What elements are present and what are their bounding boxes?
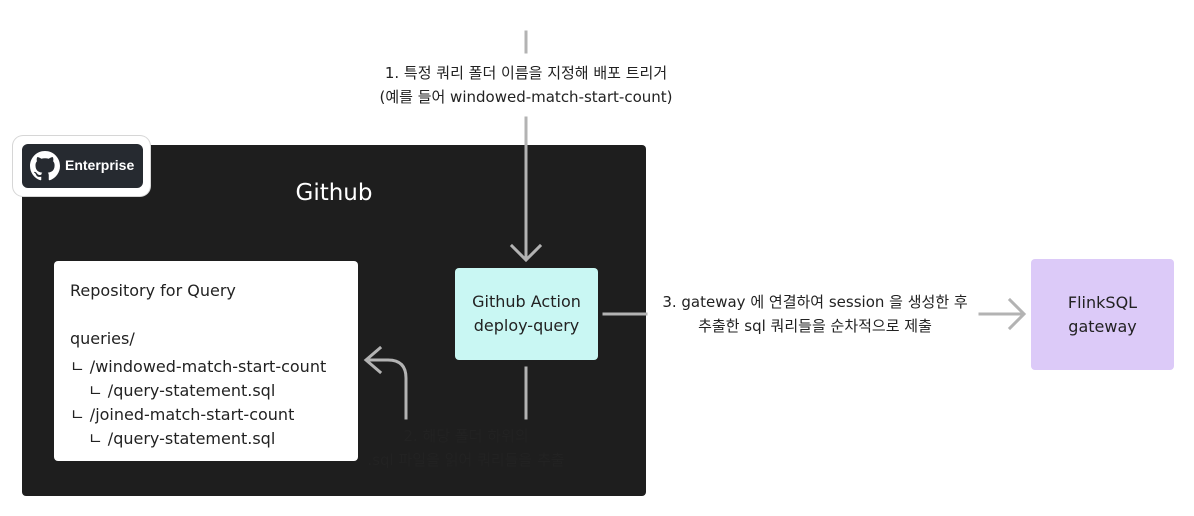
step2-caption-line2: .sql 파일을 읽어 쿼리들을 추출 xyxy=(367,451,565,469)
repo-line-windowed-sql: ㄴ /query-statement.sql xyxy=(88,381,276,400)
repo-line-joined-folder: ㄴ /joined-match-start-count xyxy=(70,405,295,424)
enterprise-label: Enterprise xyxy=(65,157,135,173)
return-arrow-path xyxy=(368,358,408,420)
submit-arrowhead xyxy=(1007,297,1027,331)
flinksql-gateway-box: FlinkSQL gateway xyxy=(1031,259,1174,370)
gateway-label: gateway xyxy=(1068,316,1137,336)
deploy-query-label: deploy-query xyxy=(473,316,580,335)
step3-caption-line1: 3. gateway 에 연결하여 session 을 생성한 후 xyxy=(662,293,968,311)
repository-box xyxy=(54,261,358,461)
flinksql-label: FlinkSQL xyxy=(1067,292,1138,312)
repository-title: Repository for Query xyxy=(70,281,236,300)
step1-caption-line1: 1. 특정 쿼리 폴더 이름을 지정해 배포 트리거 xyxy=(384,64,668,82)
repo-line-windowed-folder: ㄴ /windowed-match-start-count xyxy=(70,357,327,376)
github-action-label: Github Action xyxy=(472,292,581,311)
step2-caption-line1: 2. 해당 폴더 하위의 xyxy=(403,427,529,445)
repo-line-queries: queries/ xyxy=(70,329,135,348)
github-title: Github xyxy=(295,180,373,206)
step1-caption-line2: (예를 들어 windowed-match-start-count) xyxy=(379,88,673,106)
trigger-arrowhead xyxy=(509,243,543,263)
github-logo-icon xyxy=(30,151,60,181)
step3-caption-line2: 추출한 sql 쿼리들을 순차적으로 제출 xyxy=(698,317,932,335)
github-action-box: Github Action deploy-query xyxy=(455,268,598,360)
return-arrowhead xyxy=(363,345,383,375)
repo-line-joined-sql: ㄴ /query-statement.sql xyxy=(88,429,276,448)
